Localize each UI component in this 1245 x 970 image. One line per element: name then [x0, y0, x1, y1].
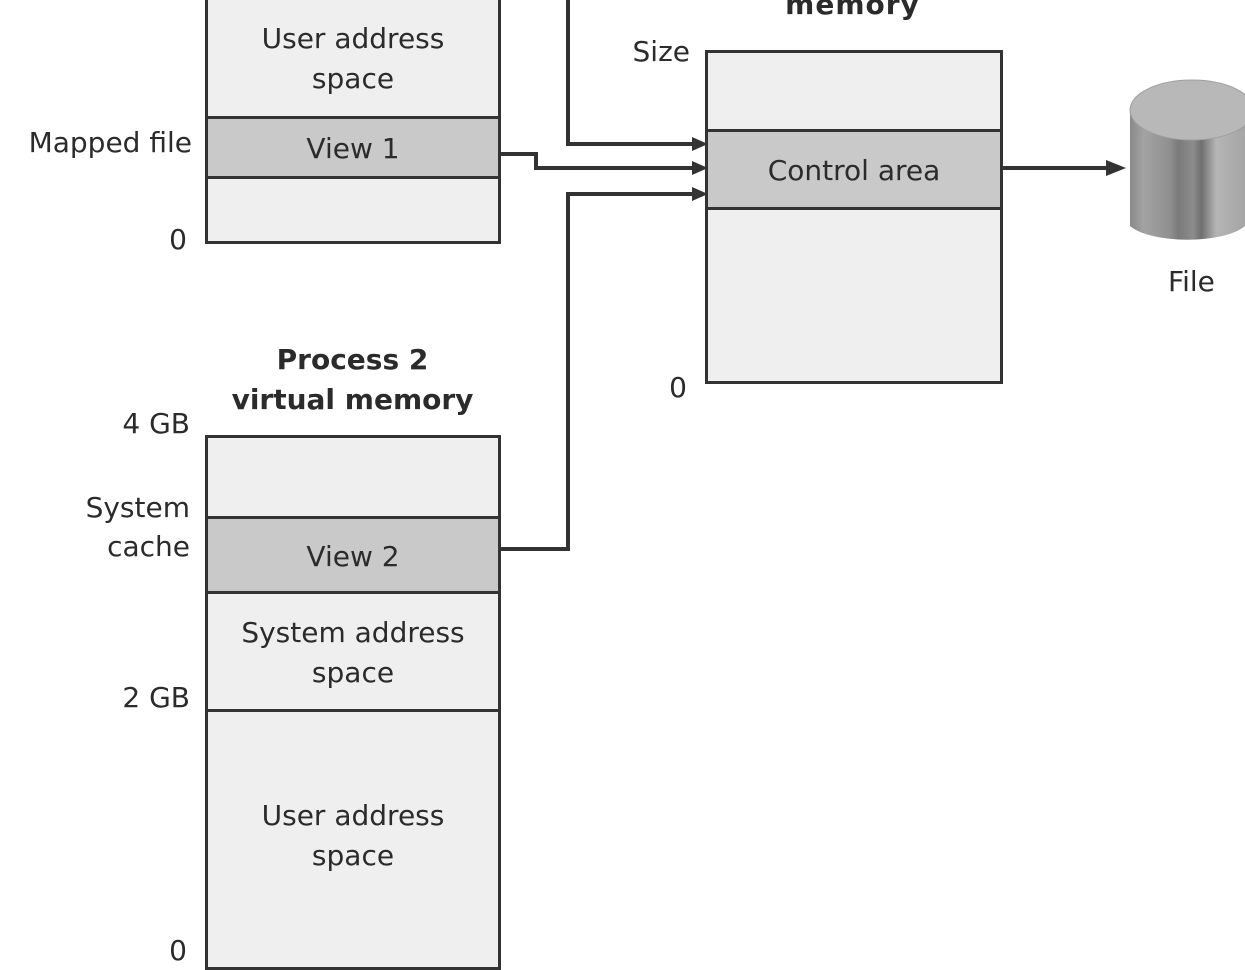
process2-top-segment — [208, 438, 498, 518]
section-memory-box: Control area — [705, 50, 1003, 384]
process1-user-address-space: User address space — [208, 0, 498, 118]
arrowhead-top — [692, 137, 708, 151]
file-label: File — [1168, 265, 1215, 298]
process2-4gb-label: 4 GB — [122, 407, 190, 440]
process2-memory-box: View 2 System address space User address… — [205, 435, 501, 970]
arrowhead-view1 — [692, 161, 708, 175]
process1-zero-label: 0 — [169, 223, 187, 256]
system-cache-label: System cache — [85, 491, 190, 563]
size-label: Size — [632, 35, 690, 68]
control-area: Control area — [708, 129, 1000, 210]
connector-view2 — [501, 192, 694, 551]
process1-bottom-segment — [208, 176, 498, 241]
process2-user-address-space: User address space — [208, 709, 498, 959]
section-bottom-segment — [708, 207, 1000, 381]
process2-view-2: View 2 — [208, 516, 498, 594]
process1-view-1: View 1 — [208, 116, 498, 179]
process2-2gb-label: 2 GB — [122, 681, 190, 714]
section-zero-label: 0 — [669, 371, 687, 404]
mapped-file-label: Mapped file — [28, 126, 192, 159]
process2-title: Process 2 virtual memory — [231, 343, 474, 416]
connector-top — [566, 0, 694, 146]
connector-view1 — [501, 152, 694, 170]
arrowhead-view2 — [692, 187, 708, 201]
file-cylinder-icon — [1129, 79, 1245, 240]
process2-system-address-space: System address space — [208, 591, 498, 711]
section-top-segment — [708, 53, 1000, 131]
arrowhead-file — [1106, 160, 1126, 176]
process1-memory-box: User address space View 1 — [205, 0, 501, 244]
section-memory-title: memory — [785, 0, 920, 21]
